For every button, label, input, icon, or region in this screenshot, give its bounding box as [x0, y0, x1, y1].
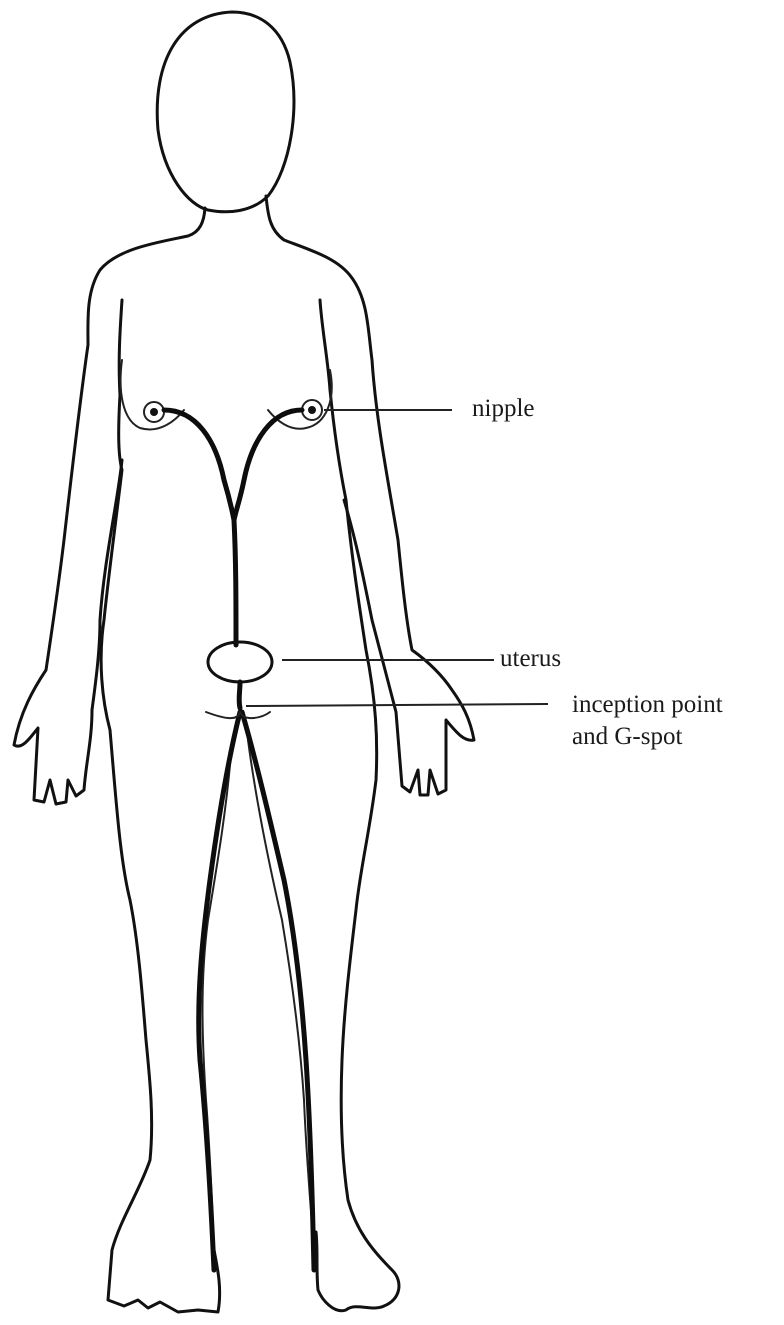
uterus-shape	[208, 642, 272, 682]
channel-trunk	[234, 520, 236, 645]
channel-leg-right	[242, 712, 314, 1270]
body-outline-left	[14, 208, 205, 804]
body-outline-left-inner	[101, 300, 220, 1312]
uterus-label: uterus	[500, 644, 561, 674]
nipple-label: nipple	[472, 394, 535, 424]
channel-nipple-right	[234, 410, 302, 520]
body-outline-right-inner	[316, 300, 399, 1311]
channel-nipple-left	[164, 410, 234, 520]
inception-label-line1: inception point	[572, 690, 723, 720]
inception-leader-line	[246, 704, 548, 706]
nipple-right-icon	[302, 400, 322, 420]
head-outline	[157, 12, 294, 212]
inner-leg-right	[248, 740, 314, 1250]
channel-lower	[239, 682, 240, 708]
breast-left	[121, 360, 184, 429]
inception-label-line2: and G-spot	[572, 722, 682, 752]
nipple-left-icon	[144, 402, 164, 422]
channel-leg-left	[199, 712, 240, 1270]
